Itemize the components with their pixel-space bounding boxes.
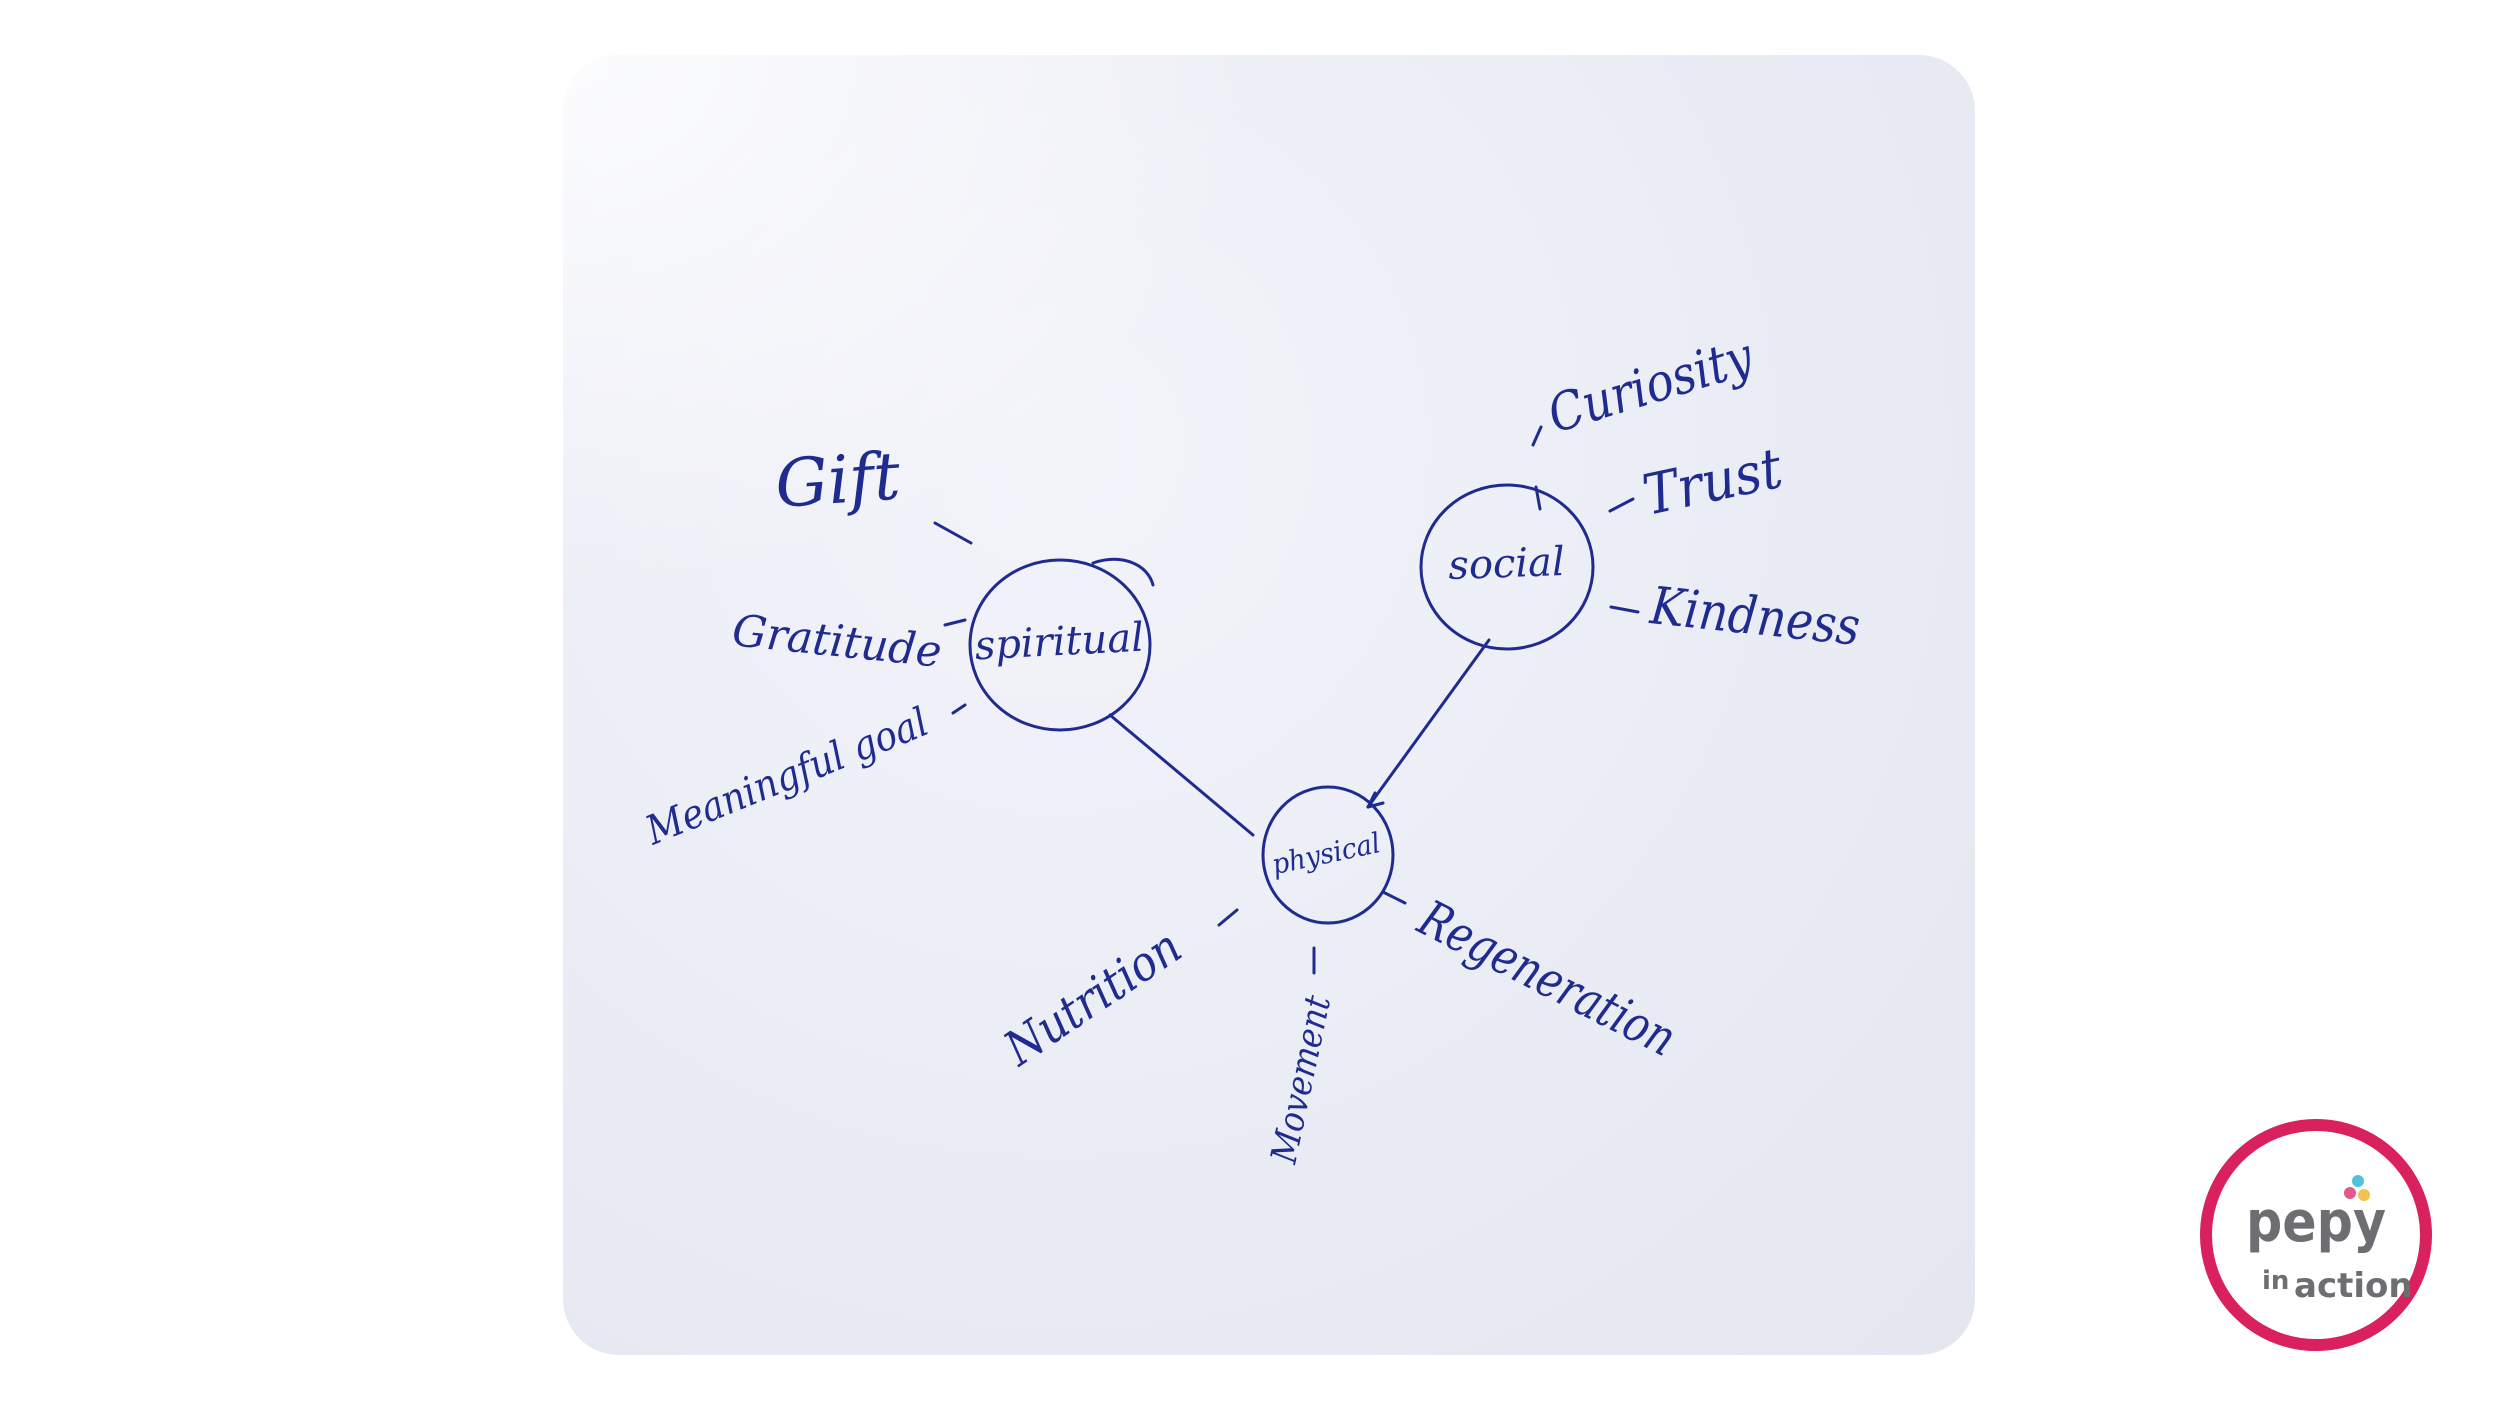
meaningful-goal-label: Meaningful goal	[639, 699, 935, 854]
curiosity-dash	[1531, 425, 1543, 447]
spiritual-physical-connector	[1108, 713, 1255, 837]
logo-tagline-word: action	[2294, 1266, 2413, 1306]
movement-label: Movement	[1264, 992, 1340, 1168]
gratitude-dash	[943, 618, 967, 627]
regeneration-label: Regeneration	[1409, 889, 1686, 1068]
logo-dot-yellow	[2358, 1189, 2370, 1201]
trust-label: Trust	[1637, 436, 1788, 529]
meaningful-goal-dash	[951, 703, 967, 715]
trust-dash	[1608, 497, 1635, 513]
whiteboard-photo: spiritual social physical Gift Gratitude…	[563, 55, 1975, 1355]
gift-label: Gift	[773, 437, 903, 523]
social-node-circle	[1419, 483, 1595, 651]
nutrition-dash	[1217, 908, 1239, 927]
connector-arrowhead	[1366, 791, 1385, 809]
logo-dot-pink	[2344, 1187, 2356, 1199]
regeneration-dash	[1381, 890, 1407, 905]
physical-node-label: physical	[1269, 826, 1383, 881]
social-physical-connector	[1366, 638, 1491, 809]
spiritual-node-overstroke	[1091, 557, 1155, 587]
gratitude-label: Gratitude	[730, 605, 944, 678]
mind-map-diagram: spiritual social physical Gift Gratitude…	[639, 326, 1863, 1168]
pepy-in-action-logo: pepy in action	[2200, 1119, 2432, 1351]
logo-brand: pepy	[2246, 1190, 2386, 1255]
kindness-dash	[1609, 605, 1640, 614]
logo-tagline-prefix: in	[2262, 1266, 2289, 1296]
nutrition-label: Nutrition	[994, 919, 1192, 1078]
kindness-label: Kindness	[1647, 576, 1863, 658]
logo-ring	[2200, 1119, 2432, 1351]
social-node-label: social	[1448, 539, 1566, 589]
curiosity-label: Curiosity	[1541, 326, 1760, 445]
gift-dash	[933, 521, 973, 545]
spiritual-node-label: spiritual	[974, 615, 1146, 670]
spiritual-node-circle	[968, 558, 1152, 732]
social-node-tick	[1534, 485, 1542, 511]
logo-dot-blue	[2352, 1175, 2364, 1187]
physical-node-circle	[1261, 785, 1395, 925]
